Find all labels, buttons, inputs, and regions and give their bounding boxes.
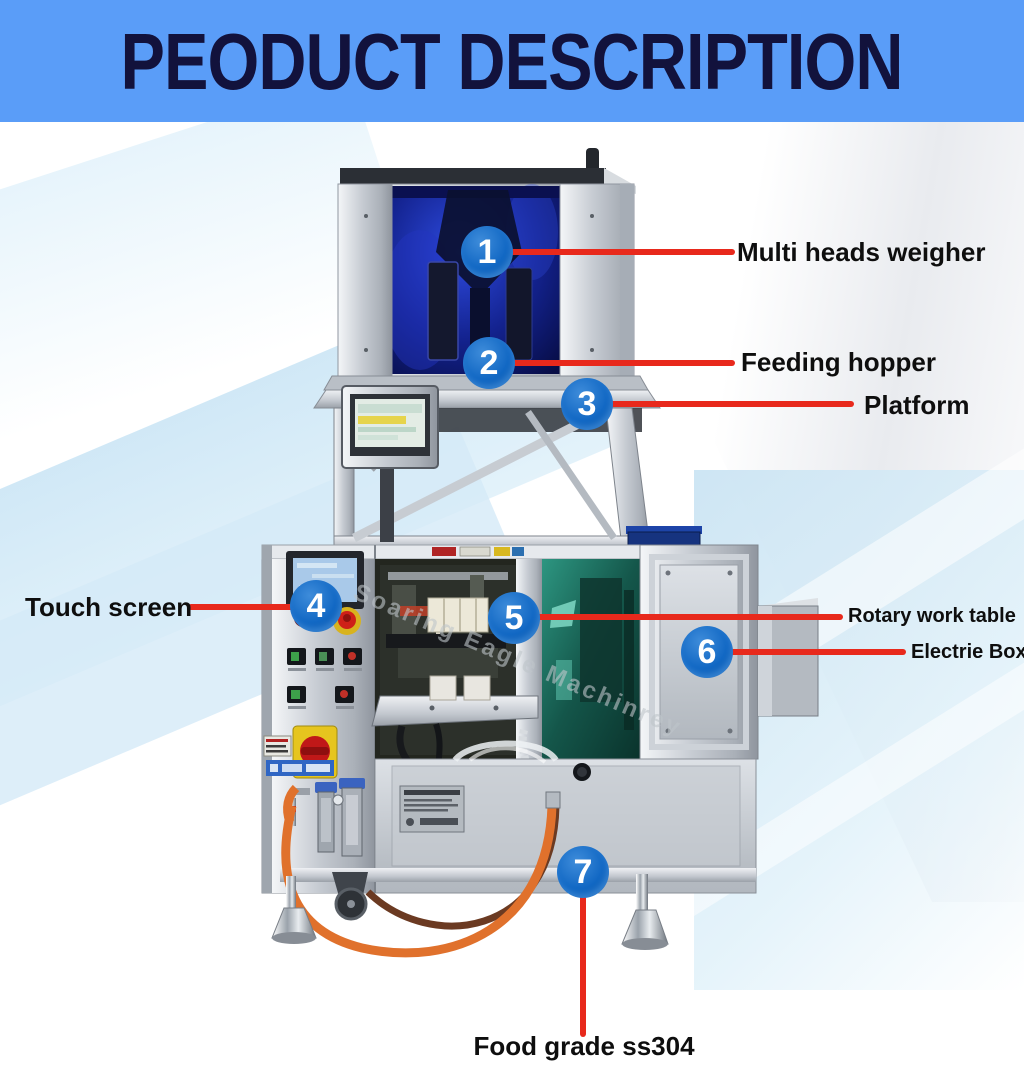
callout-line-3	[608, 401, 854, 407]
callout-dot-6: 6	[681, 626, 733, 678]
callout-label-multi-heads-weigher: Multi heads weigher	[737, 237, 986, 267]
callout-line-7	[580, 893, 586, 1037]
platform-monitor	[341, 385, 439, 542]
callout-number-2: 2	[479, 343, 499, 382]
callout-number-5: 5	[504, 598, 524, 637]
callout-number-3: 3	[577, 384, 597, 423]
callout-label-food-grade-ss304: Food grade ss304	[473, 1031, 695, 1061]
callout-dot-5: 5	[488, 592, 540, 644]
callout-dot-4: 4	[290, 580, 342, 632]
callout-line-5	[535, 614, 843, 620]
callout-label-platform: Platform	[864, 390, 970, 420]
hoses-and-feet	[271, 784, 669, 958]
callout-dot-3: 3	[561, 378, 613, 430]
callout-line-2	[507, 360, 735, 366]
page-title: PEODUCT DESCRIPTION	[120, 16, 904, 106]
callout-dot-2: 2	[463, 337, 515, 389]
title-banner: PEODUCT DESCRIPTION	[0, 0, 1024, 122]
callout-label-touch-screen: Touch screen	[25, 592, 193, 622]
callout-number-4: 4	[306, 586, 326, 625]
callout-label-electrie-box: Electrie Box	[911, 641, 1024, 663]
callout-label-rotary-work-table: Rotary work table	[848, 605, 1016, 627]
callout-label-feeding-hopper: Feeding hopper	[741, 347, 936, 377]
callout-line-4	[188, 604, 294, 610]
callout-number-7: 7	[573, 852, 593, 891]
callout-number-6: 6	[697, 632, 717, 671]
callout-dot-7: 7	[557, 846, 609, 898]
orange-hose	[281, 804, 557, 958]
callout-dot-1: 1	[461, 226, 513, 278]
callout-line-6	[728, 649, 906, 655]
callout-line-1	[505, 249, 735, 255]
callout-number-1: 1	[477, 232, 497, 271]
